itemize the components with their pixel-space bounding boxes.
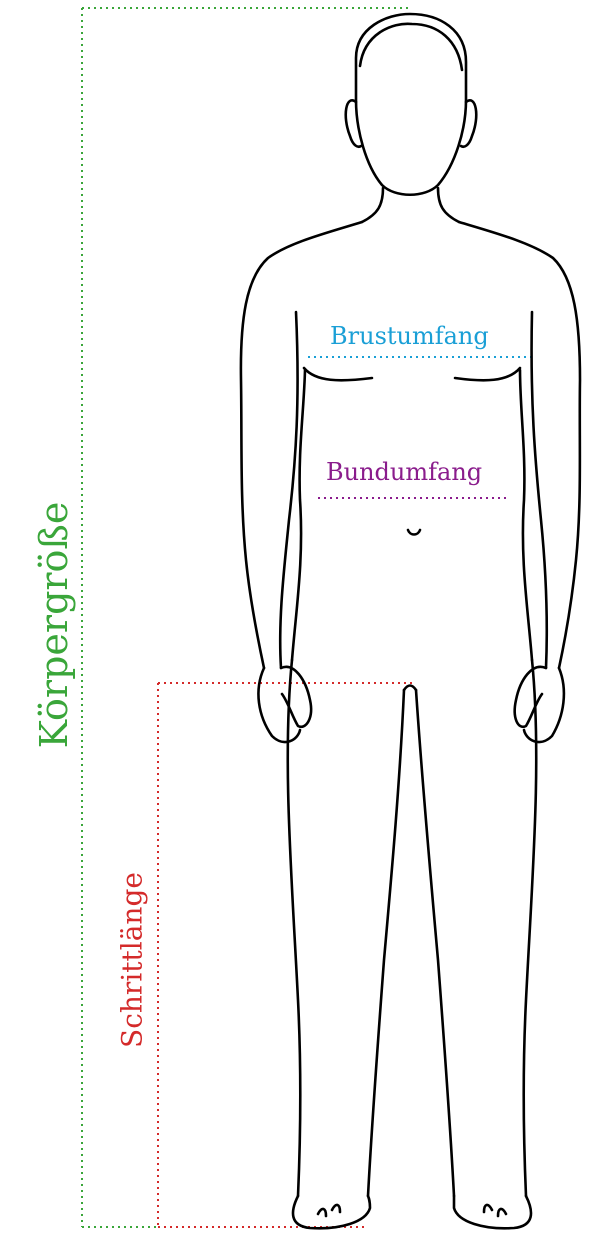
body-outline — [241, 14, 580, 1228]
inseam-guide — [158, 683, 412, 1227]
chest-measurement-label: Brustumfang — [330, 322, 489, 350]
height-measurement-label: Körpergröße — [32, 502, 76, 749]
inseam-measurement-label: Schrittlänge — [116, 872, 149, 1048]
waist-measurement-label: Bundumfang — [326, 458, 482, 486]
